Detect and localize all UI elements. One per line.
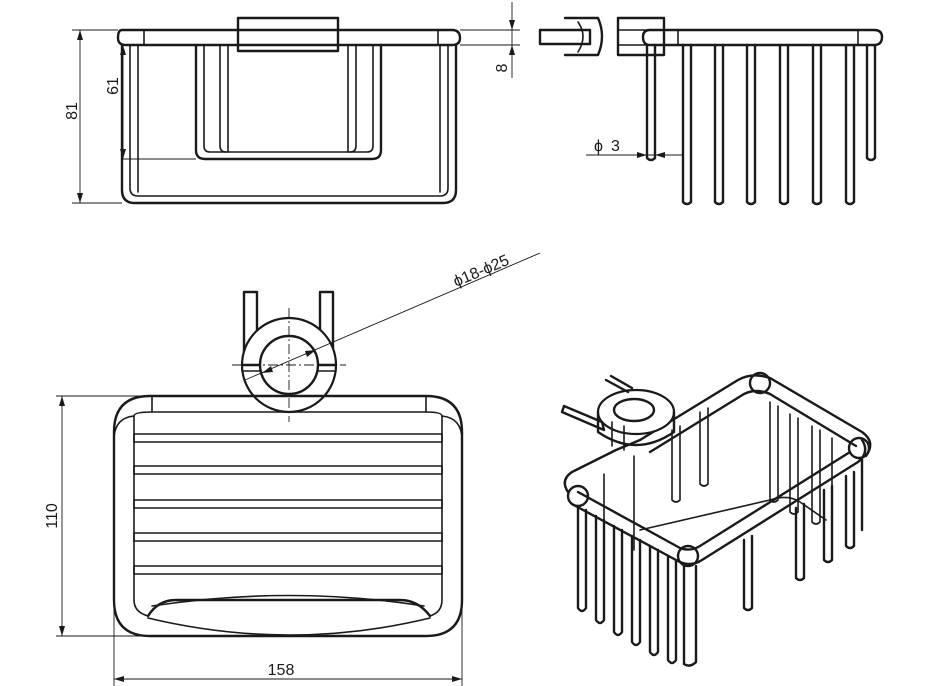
dim-wire-diameter-symbol: ϕ bbox=[594, 138, 603, 155]
top-hook-left bbox=[242, 290, 259, 374]
dim-inner-height: 61 bbox=[105, 77, 122, 95]
iso-clamp-ring bbox=[596, 388, 676, 436]
side-view: ϕ 3 bbox=[538, 16, 884, 206]
tray-front-lip bbox=[146, 598, 432, 618]
isometric-view bbox=[560, 371, 872, 667]
front-inner-wire bbox=[194, 43, 383, 161]
dim-clamp-range: ϕ18-ϕ25 bbox=[451, 252, 512, 291]
tray-slats bbox=[133, 433, 443, 575]
dim-hook-offset: 8 bbox=[494, 63, 511, 72]
side-wires bbox=[645, 43, 877, 206]
dim-depth: 110 bbox=[44, 503, 61, 529]
iso-base bbox=[639, 496, 827, 531]
iso-front-rail bbox=[563, 438, 642, 494]
front-view: 81 61 8 bbox=[64, 2, 520, 205]
top-view: 110 158 ϕ18-ϕ25 bbox=[44, 252, 541, 686]
dim-overall-height: 81 bbox=[64, 102, 81, 120]
side-clamp-arm bbox=[538, 28, 592, 46]
top-hook-right bbox=[318, 290, 335, 374]
front-basket-outline bbox=[120, 43, 458, 205]
front-clamp-block bbox=[236, 16, 340, 53]
front-top-rail bbox=[116, 28, 462, 47]
side-top-rail bbox=[641, 28, 884, 47]
clamp-range-leader bbox=[244, 252, 541, 381]
tray-outline bbox=[112, 394, 464, 638]
dim-width: 158 bbox=[268, 662, 295, 679]
dim-wire-diameter: 3 bbox=[611, 138, 620, 155]
